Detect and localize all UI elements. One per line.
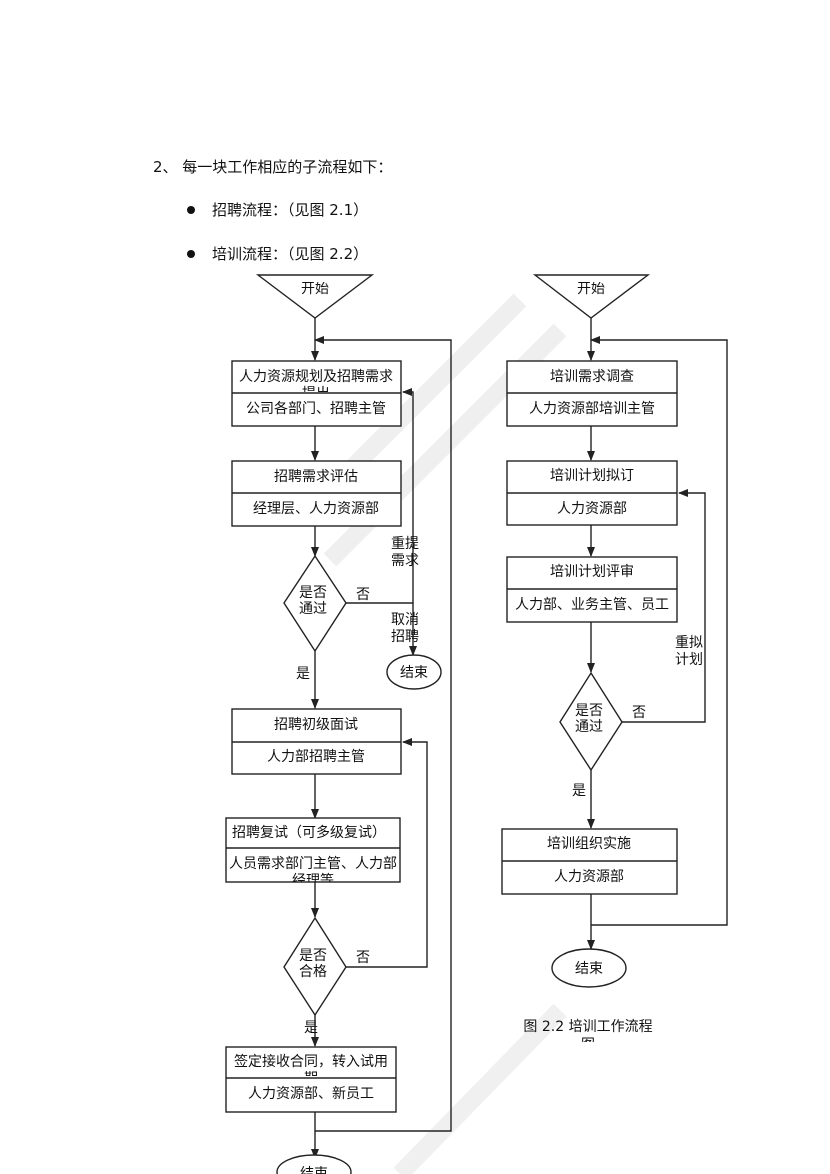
redo-plan-line1: 重拟 <box>675 635 703 651</box>
step-plan-drafting-title: 培训计划拟订 <box>550 468 634 484</box>
no-label: 否 <box>356 950 370 966</box>
no-label: 否 <box>632 705 646 721</box>
figure-caption-line2: 图 <box>581 1037 595 1053</box>
resubmit-line2: 需求 <box>391 553 419 569</box>
start-label: 开始 <box>577 281 605 297</box>
step-needs-survey-title: 培训需求调查 <box>550 369 634 385</box>
step-planning-line2: 提出 <box>302 386 330 402</box>
decision-approved <box>559 671 623 772</box>
figure-caption-line1: 图 2.2 培训工作流程 <box>523 1019 652 1035</box>
step-planning-owner: 公司各部门、招聘主管 <box>246 401 386 417</box>
step-plan-review-owner: 人力部、业务主管、员工 <box>515 597 669 613</box>
recruit-flowchart: 开始 人力资源规划及招聘需求 提出 公司各部门、招聘主管 招聘需求评估 经理层、… <box>225 274 452 1174</box>
bullet-training-flow: 培训流程：（见图 2.2） <box>212 245 369 263</box>
step-assessment-owner: 经理层、人力资源部 <box>253 501 379 517</box>
step-contract-box <box>225 1046 397 1113</box>
redo-plan-line2: 计划 <box>675 652 703 668</box>
step-contract-line1: 签定接收合同，转入试用 <box>234 1053 388 1070</box>
step-second-interview-owner-line2: 经理等 <box>292 872 334 889</box>
step-second-interview-box <box>225 817 401 883</box>
bullet-dot <box>187 250 195 258</box>
step-second-interview-owner-line1: 人员需求部门主管、人力部 <box>229 856 397 872</box>
decision-qualified-line2: 合格 <box>299 964 327 980</box>
resubmit-line1: 重提 <box>391 536 419 552</box>
step-first-interview-owner: 人力部招聘主管 <box>267 749 365 765</box>
end-terminal <box>551 948 627 988</box>
step-contract-line2: 期 <box>304 1071 318 1087</box>
start-terminal <box>532 274 651 319</box>
end-terminal <box>386 654 442 690</box>
step-second-interview-title: 招聘复试（可多级复试） <box>232 824 386 841</box>
step-assessment-title: 招聘需求评估 <box>274 469 358 485</box>
step-contract-owner: 人力资源部、新员工 <box>248 1086 374 1102</box>
decision-approved-line1: 是否 <box>575 703 603 719</box>
start-label: 开始 <box>301 281 329 297</box>
yes-label: 是 <box>304 1020 318 1036</box>
decision-approved-line2: 通过 <box>575 719 603 735</box>
step-needs-survey-owner: 人力资源部培训主管 <box>529 401 655 417</box>
end-label-bottom: 结束 <box>300 1166 328 1174</box>
decision-qualified-line1: 是否 <box>299 948 327 964</box>
end-label: 结束 <box>400 665 428 681</box>
section-heading: 2、 每一块工作相应的子流程如下： <box>153 158 393 176</box>
bullet-recruit-flow: 招聘流程：（见图 2.1） <box>212 201 369 219</box>
step-first-interview-title: 招聘初级面试 <box>274 716 358 733</box>
step-implementation-owner: 人力资源部 <box>554 869 624 885</box>
step-plan-review-title: 培训计划评审 <box>550 564 634 580</box>
no-label: 否 <box>356 587 370 603</box>
bullet-dot <box>187 206 195 214</box>
cancel-line1: 取消 <box>391 612 419 628</box>
decision-qualified <box>283 916 347 1017</box>
decision-approved-line1: 是否 <box>299 585 327 601</box>
yes-label: 是 <box>296 666 310 682</box>
cancel-line2: 招聘 <box>391 629 419 645</box>
decision-approved <box>283 554 347 653</box>
yes-label: 是 <box>572 783 586 799</box>
step-implementation-title: 培训组织实施 <box>547 836 631 852</box>
end-terminal-bottom <box>276 1154 352 1174</box>
start-terminal <box>255 274 375 319</box>
decision-approved-line2: 通过 <box>299 601 327 617</box>
training-flowchart: 开始 培训需求调查 人力资源部培训主管 培训计划拟订 人力资源部 培训计划评审 … <box>501 274 728 1053</box>
step-planning-line1: 人力资源规划及招聘需求 <box>239 369 393 385</box>
step-plan-drafting-owner: 人力资源部 <box>557 501 627 517</box>
end-label: 结束 <box>575 961 603 977</box>
